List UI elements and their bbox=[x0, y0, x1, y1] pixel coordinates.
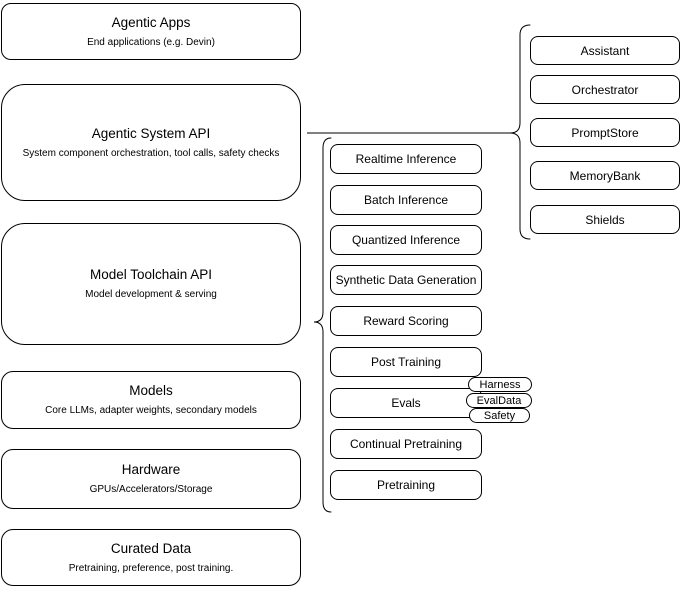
node-label: MemoryBank bbox=[569, 168, 641, 183]
node-label: Synthetic Data Generation bbox=[335, 273, 477, 287]
node-title: Model Toolchain API bbox=[89, 267, 213, 282]
node-title: Curated Data bbox=[110, 540, 192, 556]
node-quantized-inference: Quantized Inference bbox=[330, 225, 482, 255]
node-continual-pretraining: Continual Pretraining bbox=[330, 429, 482, 459]
node-realtime-inference: Realtime Inference bbox=[330, 144, 482, 174]
node-label: Reward Scoring bbox=[363, 314, 449, 328]
node-label: PromptStore bbox=[571, 125, 639, 140]
node-model-toolchain-api: Model Toolchain API Model development & … bbox=[1, 223, 301, 345]
node-evals: Evals bbox=[330, 388, 482, 418]
node-label: Batch Inference bbox=[363, 193, 449, 207]
node-shields: Shields bbox=[530, 205, 680, 234]
node-assistant: Assistant bbox=[530, 36, 680, 65]
node-subtitle: Core LLMs, adapter weights, secondary mo… bbox=[45, 405, 257, 416]
node-batch-inference: Batch Inference bbox=[330, 185, 482, 215]
node-post-training: Post Training bbox=[330, 347, 482, 377]
pill-evals-evaldata: EvalData bbox=[466, 393, 532, 408]
node-label: Pretraining bbox=[376, 478, 436, 492]
node-label: Quantized Inference bbox=[351, 233, 461, 247]
node-memorybank: MemoryBank bbox=[530, 161, 680, 190]
pill-evals-safety: Safety bbox=[469, 408, 530, 423]
pill-label: EvalData bbox=[476, 394, 522, 407]
node-title: Agentic Apps bbox=[111, 14, 191, 30]
node-reward-scoring: Reward Scoring bbox=[330, 306, 482, 336]
node-subtitle: GPUs/Accelerators/Storage bbox=[89, 484, 213, 495]
node-orchestrator: Orchestrator bbox=[530, 75, 680, 104]
node-label: Post Training bbox=[370, 355, 442, 369]
node-pretraining: Pretraining bbox=[330, 470, 482, 500]
node-title: Hardware bbox=[121, 462, 181, 477]
node-label: Continual Pretraining bbox=[349, 437, 463, 451]
pill-label: Safety bbox=[483, 409, 516, 422]
node-curated-data: Curated Data Pretraining, preference, po… bbox=[1, 529, 301, 586]
node-agentic-apps: Agentic Apps End applications (e.g. Devi… bbox=[1, 3, 301, 60]
node-agentic-system-api: Agentic System API System component orch… bbox=[1, 84, 301, 201]
node-hardware: Hardware GPUs/Accelerators/Storage bbox=[1, 449, 301, 509]
node-label: Realtime Inference bbox=[355, 152, 457, 166]
node-label: Evals bbox=[391, 396, 421, 410]
node-synthetic-data-generation: Synthetic Data Generation bbox=[330, 265, 482, 295]
pill-evals-harness: Harness bbox=[468, 377, 532, 392]
system-brace bbox=[509, 24, 531, 240]
node-label: Shields bbox=[585, 212, 625, 227]
node-title: Models bbox=[129, 383, 173, 398]
node-subtitle: Pretraining, preference, post training. bbox=[68, 562, 234, 574]
node-label: Orchestrator bbox=[571, 82, 639, 97]
node-subtitle: System component orchestration, tool cal… bbox=[22, 147, 280, 159]
node-title: Agentic System API bbox=[91, 125, 211, 141]
toolchain-brace bbox=[313, 137, 332, 513]
pill-label: Harness bbox=[479, 378, 521, 391]
node-label: Assistant bbox=[580, 43, 630, 58]
node-subtitle: End applications (e.g. Devin) bbox=[87, 36, 215, 48]
node-models: Models Core LLMs, adapter weights, secon… bbox=[1, 371, 301, 429]
node-promptstore: PromptStore bbox=[530, 118, 680, 147]
node-subtitle: Model development & serving bbox=[85, 289, 217, 300]
